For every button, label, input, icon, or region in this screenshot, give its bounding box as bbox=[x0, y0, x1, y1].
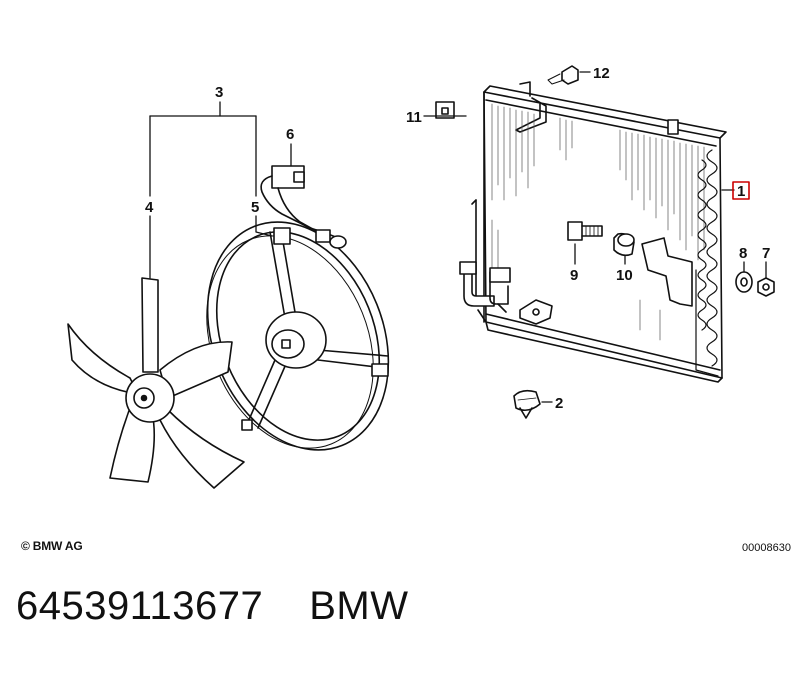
callout-1[interactable]: 1 bbox=[737, 183, 745, 200]
clip-11 bbox=[435, 101, 455, 119]
callout-11[interactable]: 11 bbox=[406, 109, 422, 126]
callout-9[interactable]: 9 bbox=[570, 267, 578, 284]
copyright-text: © BMW AG bbox=[21, 539, 83, 553]
part-caption: 64539113677 BMW bbox=[16, 584, 409, 629]
callout-7[interactable]: 7 bbox=[762, 245, 770, 262]
callout-6[interactable]: 6 bbox=[286, 126, 294, 143]
brand-name: BMW bbox=[309, 584, 409, 628]
rubber-mount-2 bbox=[513, 389, 541, 419]
callout-3[interactable]: 3 bbox=[215, 84, 223, 101]
fan-blade bbox=[67, 277, 245, 489]
callout-12[interactable]: 12 bbox=[593, 65, 610, 82]
callout-10[interactable]: 10 bbox=[616, 267, 633, 284]
part-number: 64539113677 bbox=[16, 584, 264, 628]
condenser-coils bbox=[695, 149, 719, 377]
drawing-number: 00008630 bbox=[742, 542, 791, 554]
bolt-9 bbox=[567, 221, 603, 241]
condenser bbox=[459, 81, 727, 383]
fan-shroud bbox=[206, 221, 390, 451]
nut-7 bbox=[757, 277, 775, 297]
callout-5[interactable]: 5 bbox=[251, 199, 259, 216]
part-1-highlight-box bbox=[732, 181, 750, 200]
condenser-leader-lines bbox=[423, 71, 767, 403]
callout-2[interactable]: 2 bbox=[555, 395, 563, 412]
bushing-10 bbox=[613, 232, 635, 257]
fan-leader-lines bbox=[149, 101, 292, 279]
screw-12 bbox=[547, 65, 579, 85]
callout-labels: 1 2 3 4 5 6 7 8 9 10 11 12 bbox=[145, 65, 770, 412]
callout-4[interactable]: 4 bbox=[145, 199, 154, 216]
washer-8 bbox=[735, 271, 753, 293]
fan-wiring bbox=[260, 165, 347, 249]
callout-8[interactable]: 8 bbox=[739, 245, 747, 262]
